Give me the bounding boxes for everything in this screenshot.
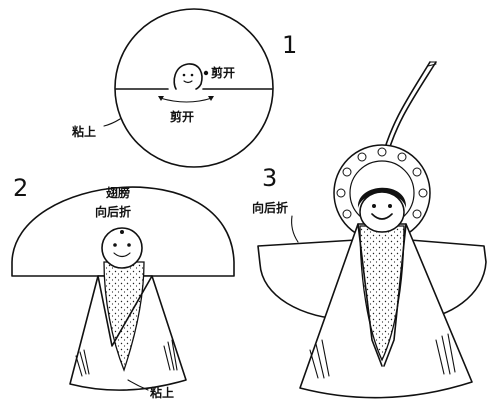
- robe-hatching-right: [163, 339, 178, 371]
- eye-icon: [113, 243, 117, 247]
- arrow-head-icon: [158, 96, 164, 101]
- pointer-dot-icon: [203, 70, 209, 76]
- eye-icon: [182, 73, 186, 77]
- step-number-3: 3: [262, 164, 277, 192]
- smile-icon: [183, 80, 193, 84]
- cut-arrow: [159, 97, 213, 103]
- label-cut-top: 剪开: [211, 65, 235, 80]
- robe-hatching-right: [435, 333, 456, 375]
- step-2: 2 翅膀 向后折 粘上: [11, 174, 235, 400]
- label-wings-line1: 翅膀: [105, 185, 130, 200]
- robe-fold-left: [357, 223, 383, 367]
- glue-pointer: [103, 118, 121, 127]
- hair: [357, 187, 407, 208]
- eye-icon: [127, 243, 131, 247]
- label-glue-1: 粘上: [72, 124, 96, 139]
- eye-icon: [190, 73, 194, 77]
- label-fold-back: 向后折: [252, 200, 288, 215]
- string-knot: [427, 61, 437, 67]
- body-speckled: [103, 261, 145, 372]
- head-outline: [173, 63, 203, 90]
- fold-pointer: [291, 215, 299, 243]
- step-number-1: 1: [282, 31, 297, 59]
- smile-icon: [113, 252, 131, 258]
- label-cut-bottom: 剪开: [170, 109, 194, 124]
- robe-fold-right: [383, 223, 407, 367]
- glue-pointer: [127, 379, 149, 391]
- step-number-2: 2: [13, 174, 28, 202]
- robe-hatching-left: [75, 349, 90, 377]
- head-circle: [101, 227, 143, 269]
- eye-icon: [388, 204, 392, 208]
- hair-dot-icon: [120, 230, 124, 234]
- label-wings-line2: 向后折: [95, 204, 131, 219]
- robe-hatching-left: [309, 339, 330, 379]
- step-3: 3 向后折: [252, 61, 487, 399]
- robe-fold-lines: [97, 275, 153, 347]
- paper-circle: [114, 8, 274, 168]
- eye-icon: [372, 204, 376, 208]
- hanging-string-b: [385, 61, 437, 161]
- smile-icon: [371, 213, 393, 220]
- step-1: 1 剪开 剪开 粘上: [72, 8, 297, 168]
- arrow-head-icon: [208, 96, 214, 101]
- label-glue-2: 粘上: [150, 385, 174, 400]
- face: [359, 191, 405, 233]
